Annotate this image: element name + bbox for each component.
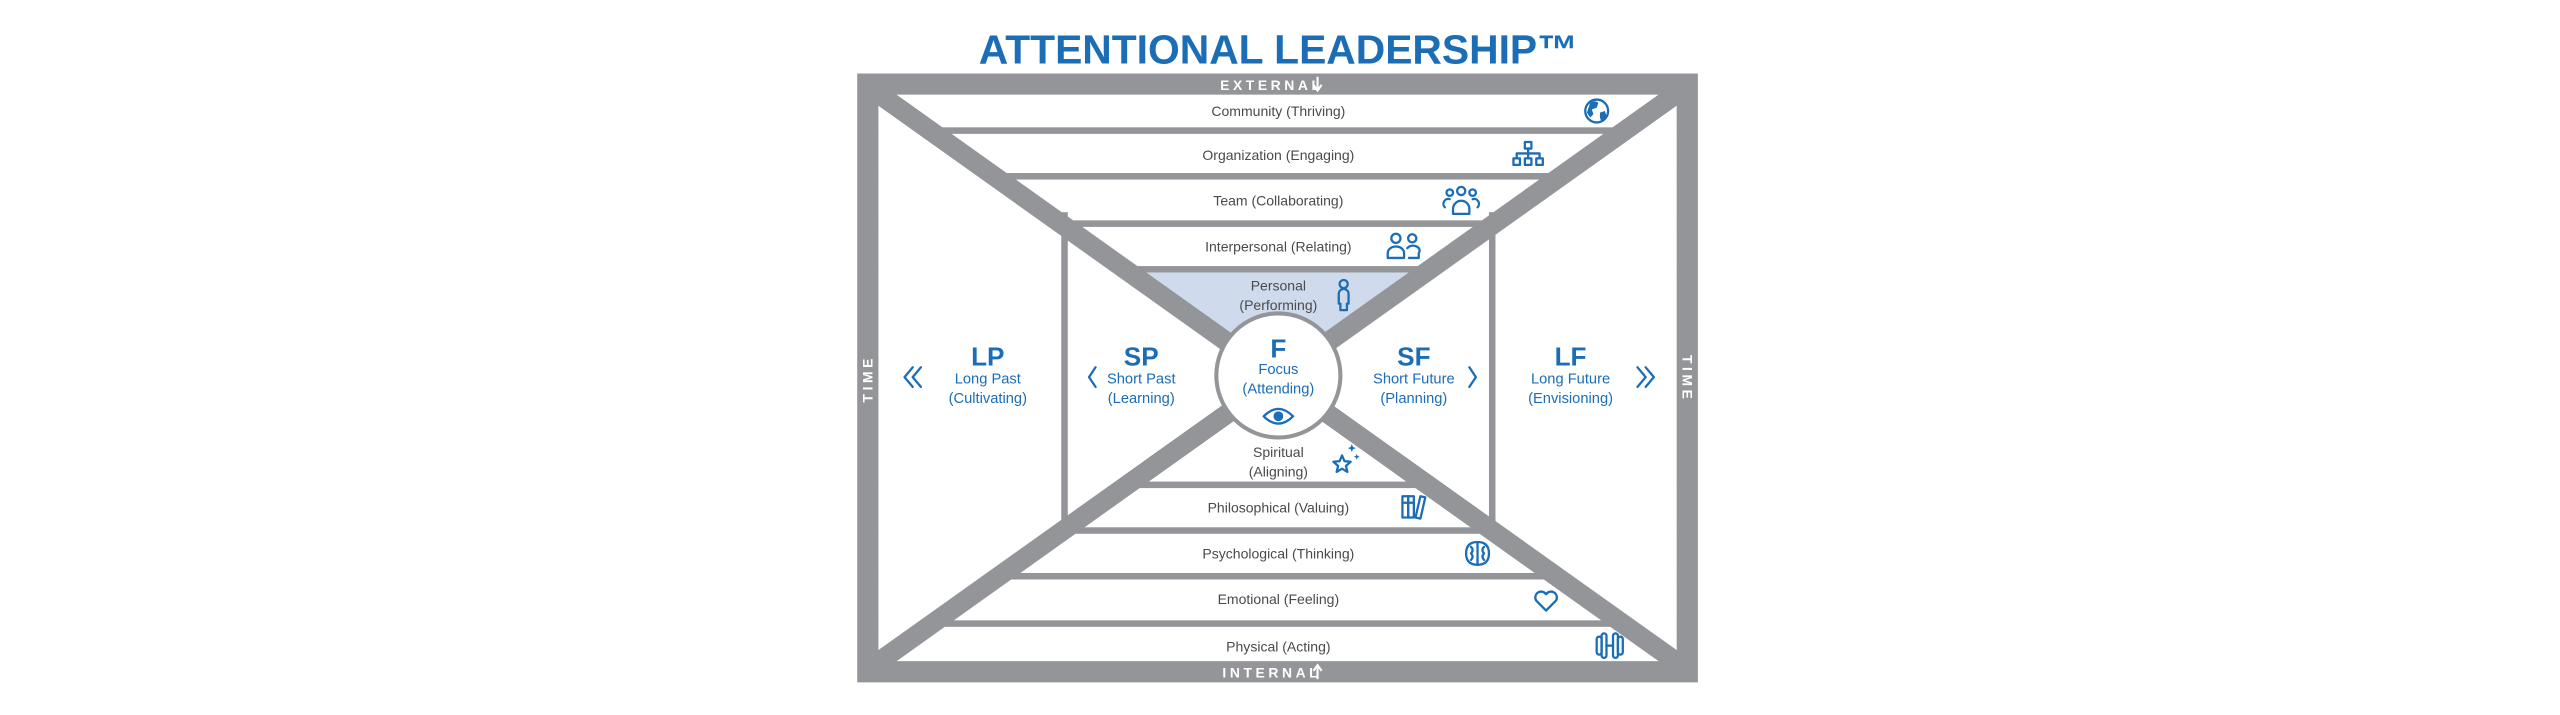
double-chevron-right-icon (1636, 366, 1655, 389)
focus-code: F (1270, 334, 1286, 364)
band-organization: Organization (Engaging) (1202, 147, 1354, 163)
team-icon (1442, 185, 1481, 215)
diagram-title: ATTENTIONAL LEADERSHIP™ (979, 27, 1578, 73)
globe-icon (1584, 98, 1610, 124)
short-future-divider (1488, 212, 1496, 539)
lp-sublabel: (Cultivating) (949, 391, 1027, 407)
sf-code: SF (1397, 342, 1430, 372)
sf-sublabel: (Planning) (1380, 391, 1447, 407)
arrow-down-icon (1312, 76, 1323, 93)
sp-code: SP (1124, 342, 1159, 372)
brain-icon (1464, 540, 1491, 566)
org-chart-icon (1512, 140, 1544, 167)
person-icon (1337, 278, 1350, 312)
time-label-right: TIME (1679, 355, 1695, 402)
sp-label: Short Past (1107, 372, 1176, 388)
band-emotional: Emotional (Feeling) (1218, 591, 1340, 607)
heart-icon (1534, 590, 1558, 612)
lp-code: LP (971, 342, 1004, 372)
sparkle-star-icon (1332, 444, 1360, 474)
band-community: Community (Thriving) (1211, 103, 1345, 119)
band-philosophical: Philosophical (Valuing) (1208, 500, 1350, 516)
long-future-column: LF Long Future (Envisioning) (1528, 342, 1655, 407)
arrow-up-icon (1312, 663, 1323, 680)
lp-label: Long Past (955, 372, 1021, 388)
long-past-region (878, 94, 1279, 662)
lf-label: Long Future (1531, 372, 1610, 388)
band-separators (878, 127, 1677, 627)
two-people-icon (1386, 232, 1421, 260)
focus-label: Focus (1258, 362, 1298, 378)
band-team: Team (Collaborating) (1213, 193, 1343, 209)
dumbbell-icon (1595, 632, 1624, 660)
short-past-column: SP Short Past (Learning) (1087, 342, 1176, 407)
long-past-column: LP Long Past (Cultivating) (903, 342, 1027, 407)
chevron-right-icon (1468, 366, 1478, 389)
sp-sublabel: (Learning) (1108, 391, 1175, 407)
lf-sublabel: (Envisioning) (1528, 391, 1613, 407)
short-past-divider (1061, 212, 1068, 539)
double-chevron-left-icon (903, 366, 923, 389)
chevron-left-icon (1087, 366, 1097, 389)
time-label-left: TIME (860, 355, 876, 402)
internal-label: INTERNAL (1222, 664, 1321, 680)
focus-circle (1214, 311, 1343, 440)
short-future-column: SF Short Future (Planning) (1373, 342, 1478, 407)
eye-icon (1262, 407, 1295, 425)
spiritual-sublabel: (Aligning) (1249, 464, 1308, 480)
lf-code: LF (1555, 342, 1587, 372)
band-interpersonal: Interpersonal (Relating) (1205, 238, 1351, 254)
band-physical: Physical (Acting) (1226, 638, 1330, 654)
sf-label: Short Future (1373, 372, 1455, 388)
personal-label: Personal (1251, 278, 1306, 294)
spiritual-label: Spiritual (1253, 444, 1304, 460)
external-label: EXTERNAL (1220, 77, 1323, 93)
long-future-region (1278, 94, 1677, 662)
personal-sublabel: (Performing) (1239, 297, 1317, 313)
band-psychological: Psychological (Thinking) (1202, 545, 1354, 561)
focus-sublabel: (Attending) (1242, 381, 1314, 397)
books-icon (1401, 495, 1427, 520)
